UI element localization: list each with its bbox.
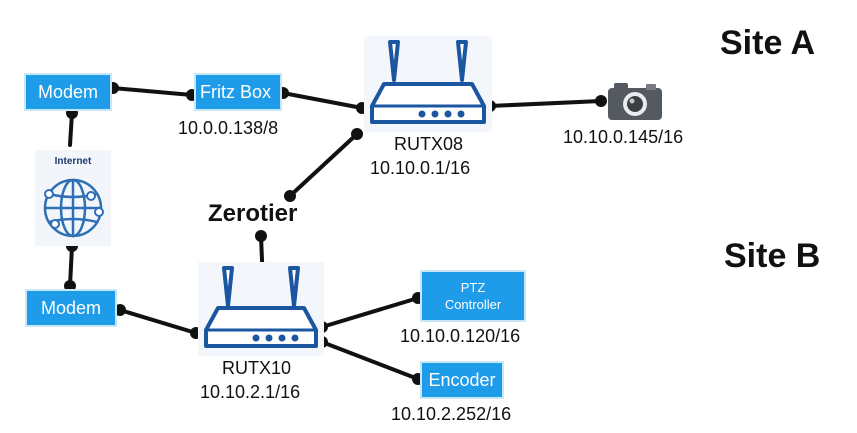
link-dot (114, 304, 126, 316)
ptz-controller[interactable]: PTZ Controller (420, 270, 526, 322)
modem-site-b[interactable]: Modem (25, 289, 117, 327)
link-rutx10-ptz (320, 296, 420, 329)
globe-icon (43, 178, 104, 238)
router-icon (204, 266, 318, 348)
ptz-line1: PTZ (460, 280, 486, 295)
fritz-box[interactable]: Fritz Box (194, 73, 282, 111)
site-b-label: Site B (724, 237, 821, 275)
link-dot (255, 230, 267, 242)
modem-site-a[interactable]: Modem (24, 73, 112, 111)
internet-node[interactable]: Internet (35, 150, 111, 246)
internet-label: Internet (54, 156, 92, 167)
rutx08-name: RUTX08 (394, 134, 464, 154)
link-dot (284, 190, 296, 202)
link-rutx10-encoder (320, 340, 420, 381)
link-dot (595, 95, 607, 107)
ptz-line2: Controller (444, 297, 502, 312)
link-rutx08-camera (488, 99, 603, 108)
rutx10-name: RUTX10 (222, 358, 292, 378)
link-dot (351, 128, 363, 140)
rutx08-router[interactable] (364, 36, 492, 132)
link-modem-b-rutx10 (118, 308, 198, 335)
rutx10-router[interactable] (198, 262, 324, 356)
router-icon (370, 40, 486, 124)
rutx08-ip: 10.10.0.1/16 (370, 158, 471, 178)
encoder-box[interactable]: Encoder (420, 361, 504, 399)
link-fritz-rutx08 (281, 91, 364, 110)
encoder-ip-label: 10.10.2.252/16 (391, 404, 512, 424)
link-rutx08-zerotier (288, 132, 359, 198)
link-internet-modem-b (68, 244, 74, 288)
site-a-label: Site A (720, 24, 816, 62)
camera-ip-label: 10.10.0.145/16 (563, 127, 684, 147)
camera-icon (608, 83, 662, 120)
link-modem-a-fritz (111, 86, 194, 97)
ptz-ip-label: 10.10.0.120/16 (400, 326, 521, 346)
rutx10-ip: 10.10.2.1/16 (200, 382, 301, 402)
fritz-ip-label: 10.0.0.138/8 (178, 118, 279, 138)
camera-device[interactable] (606, 80, 664, 122)
zerotier-label: Zerotier (208, 200, 298, 227)
